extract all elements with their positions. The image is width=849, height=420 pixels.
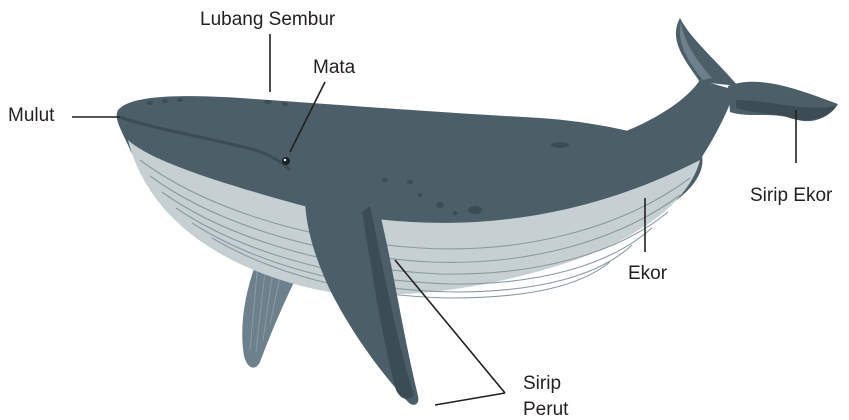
label-belly-fin-line1: Sirip [523,374,561,393]
label-mouth: Mulut [8,106,54,125]
label-blowhole: Lubang Sembur [200,10,335,29]
whale-eye [282,157,290,165]
label-tail: Ekor [628,264,667,283]
label-tail-fin: Sirip Ekor [750,186,832,205]
whale-eye-highlight [284,159,286,161]
label-belly-fin-line2: Perut [523,400,568,419]
leader-belly-fin-2 [435,393,505,405]
label-eye: Mata [313,58,355,77]
